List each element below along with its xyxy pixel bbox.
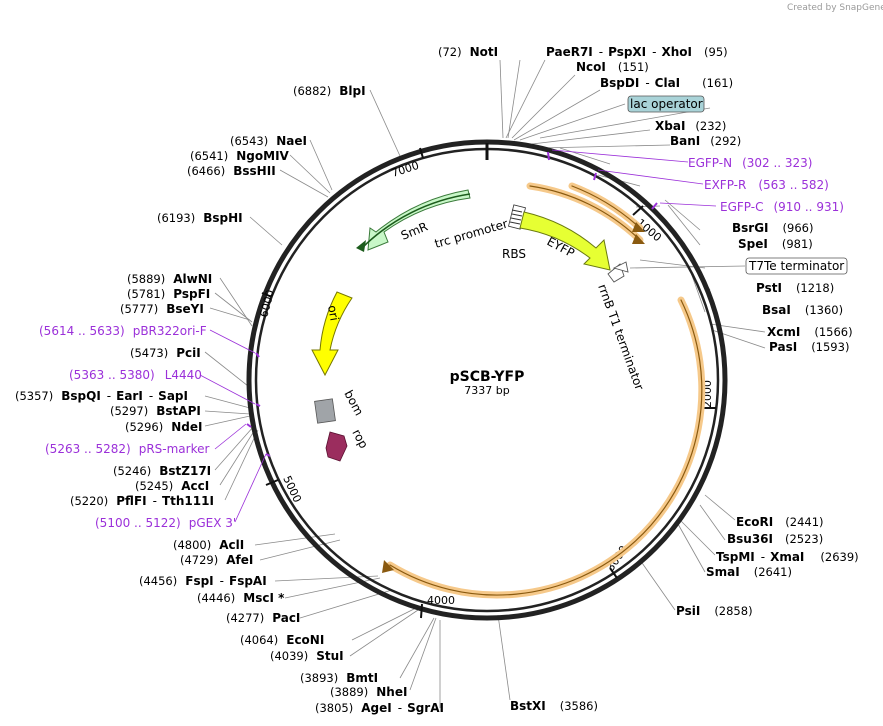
restriction-sites: (72)NotI PaeR7I-PspXI-XhoI(95) NcoI(151)… (15, 45, 859, 715)
site-label: NcoI(151) (576, 60, 649, 74)
site-label: (3893)BmtI (300, 671, 378, 685)
bom-feature (314, 398, 336, 424)
site-label: BspDI-ClaI(161) (600, 76, 733, 90)
site-label: (5357)BspQI-EarI-SapI (15, 389, 188, 403)
site-label: (4800)AclI (173, 538, 244, 552)
site-label: (4277)PacI (226, 611, 300, 625)
trc-promoter-label: trc promoter (433, 217, 509, 251)
site-label: BsrGI(966) (732, 221, 813, 235)
site-label: (5777)BseYI (120, 302, 204, 316)
site-label: (6543)NaeI (230, 134, 307, 148)
primer-label: EGFP-C(910 .. 931) (720, 200, 844, 214)
plasmid-name: pSCB-YFP (450, 369, 525, 385)
site-label: (5220)PflFI-Tth111I (70, 494, 214, 508)
site-label: (6466)BssHII (187, 164, 276, 178)
site-label: (5781)PspFI (127, 287, 210, 301)
orf-arrowhead (382, 560, 394, 573)
tick-4000: 4000 (427, 594, 455, 607)
site-label: PsiI(2858) (676, 604, 753, 618)
rop-feature (325, 431, 348, 462)
site-label: (5889)AlwNI (127, 272, 212, 286)
primer-label: (5263 .. 5282)pRS-marker (45, 442, 209, 456)
plasmid-size: 7337 bp (464, 384, 509, 397)
site-label: PasI(1593) (769, 340, 849, 354)
rop-label: rop (349, 427, 371, 451)
plasmid-backbone (246, 139, 728, 621)
site-label: (72)NotI (438, 45, 498, 59)
primer-label: EGFP-N(302 .. 323) (688, 156, 813, 170)
ori-feature (311, 291, 353, 377)
rbs-label: RBS (502, 247, 526, 261)
orf-arrowhead (632, 222, 645, 232)
site-label: (5297)BstAPI (110, 404, 201, 418)
site-label: TspMI-XmaI(2639) (716, 550, 859, 564)
lac-operator-label: lac operator (630, 97, 703, 111)
rrnb-label: rrnB T1 terminator (595, 282, 646, 392)
primer-label: (5363 .. 5380)L4440 (69, 368, 202, 382)
site-label: PaeR7I-PspXI-XhoI(95) (546, 45, 728, 59)
site-label: (6193)BspHI (157, 211, 243, 225)
site-label: (5245)AccI (135, 479, 209, 493)
primer-leaders (199, 149, 717, 523)
site-label: BsaI(1360) (762, 303, 843, 317)
site-label: (3805)AgeI-SgrAI (315, 701, 444, 715)
site-label: (6541)NgoMIV (190, 149, 290, 163)
site-label: XcmI(1566) (767, 325, 853, 339)
primer-label: (5614 .. 5633)pBR322ori-F (39, 324, 207, 338)
lac-operator-box (627, 95, 705, 113)
site-label: PstI(1218) (756, 281, 834, 295)
site-label: SpeI(981) (738, 237, 813, 251)
t7te-terminator-box (745, 257, 848, 275)
site-label: (5473)PciI (130, 346, 201, 360)
site-label: SmaI(2641) (706, 565, 792, 579)
site-label: (5246)BstZ17I (113, 464, 211, 478)
site-label: Bsu36I(2523) (727, 532, 823, 546)
site-label: (3889)NheI (330, 685, 407, 699)
site-label: (5296)NdeI (125, 420, 203, 434)
tick-6000: 6000 (257, 288, 277, 318)
primer-label: EXFP-R(563 .. 582) (704, 178, 829, 192)
site-label: (4456)FspI-FspAI (139, 574, 267, 588)
site-label: (4729)AfeI (180, 553, 253, 567)
site-label: (4446)MscI * (197, 591, 285, 605)
orf-arcs (386, 182, 706, 599)
primer-label: (5100 .. 5122)pGEX 3' (95, 516, 236, 530)
smr-label: SmR (399, 219, 430, 242)
site-label: XbaI(232) (655, 119, 726, 133)
site-label: (4064)EcoNI (240, 633, 324, 647)
rrnb-terminator-feature (607, 261, 629, 283)
site-label: (4039)StuI (270, 649, 344, 663)
ori-label: ori (325, 304, 341, 322)
scale-ticks (261, 147, 716, 619)
primer-marks (246, 151, 658, 457)
eyfp-feature (519, 211, 611, 271)
snapgene-credit: Created by SnapGene (787, 3, 883, 13)
site-label: (6882)BlpI (293, 84, 366, 98)
orf-arrowhead (632, 234, 645, 244)
site-label: BanI(292) (670, 134, 741, 148)
site-label: EcoRI(2441) (736, 515, 824, 529)
site-label: BstXI(3586) (510, 699, 598, 713)
bom-label: bom (341, 388, 366, 418)
t7te-terminator-label: T7Te terminator (748, 259, 844, 273)
